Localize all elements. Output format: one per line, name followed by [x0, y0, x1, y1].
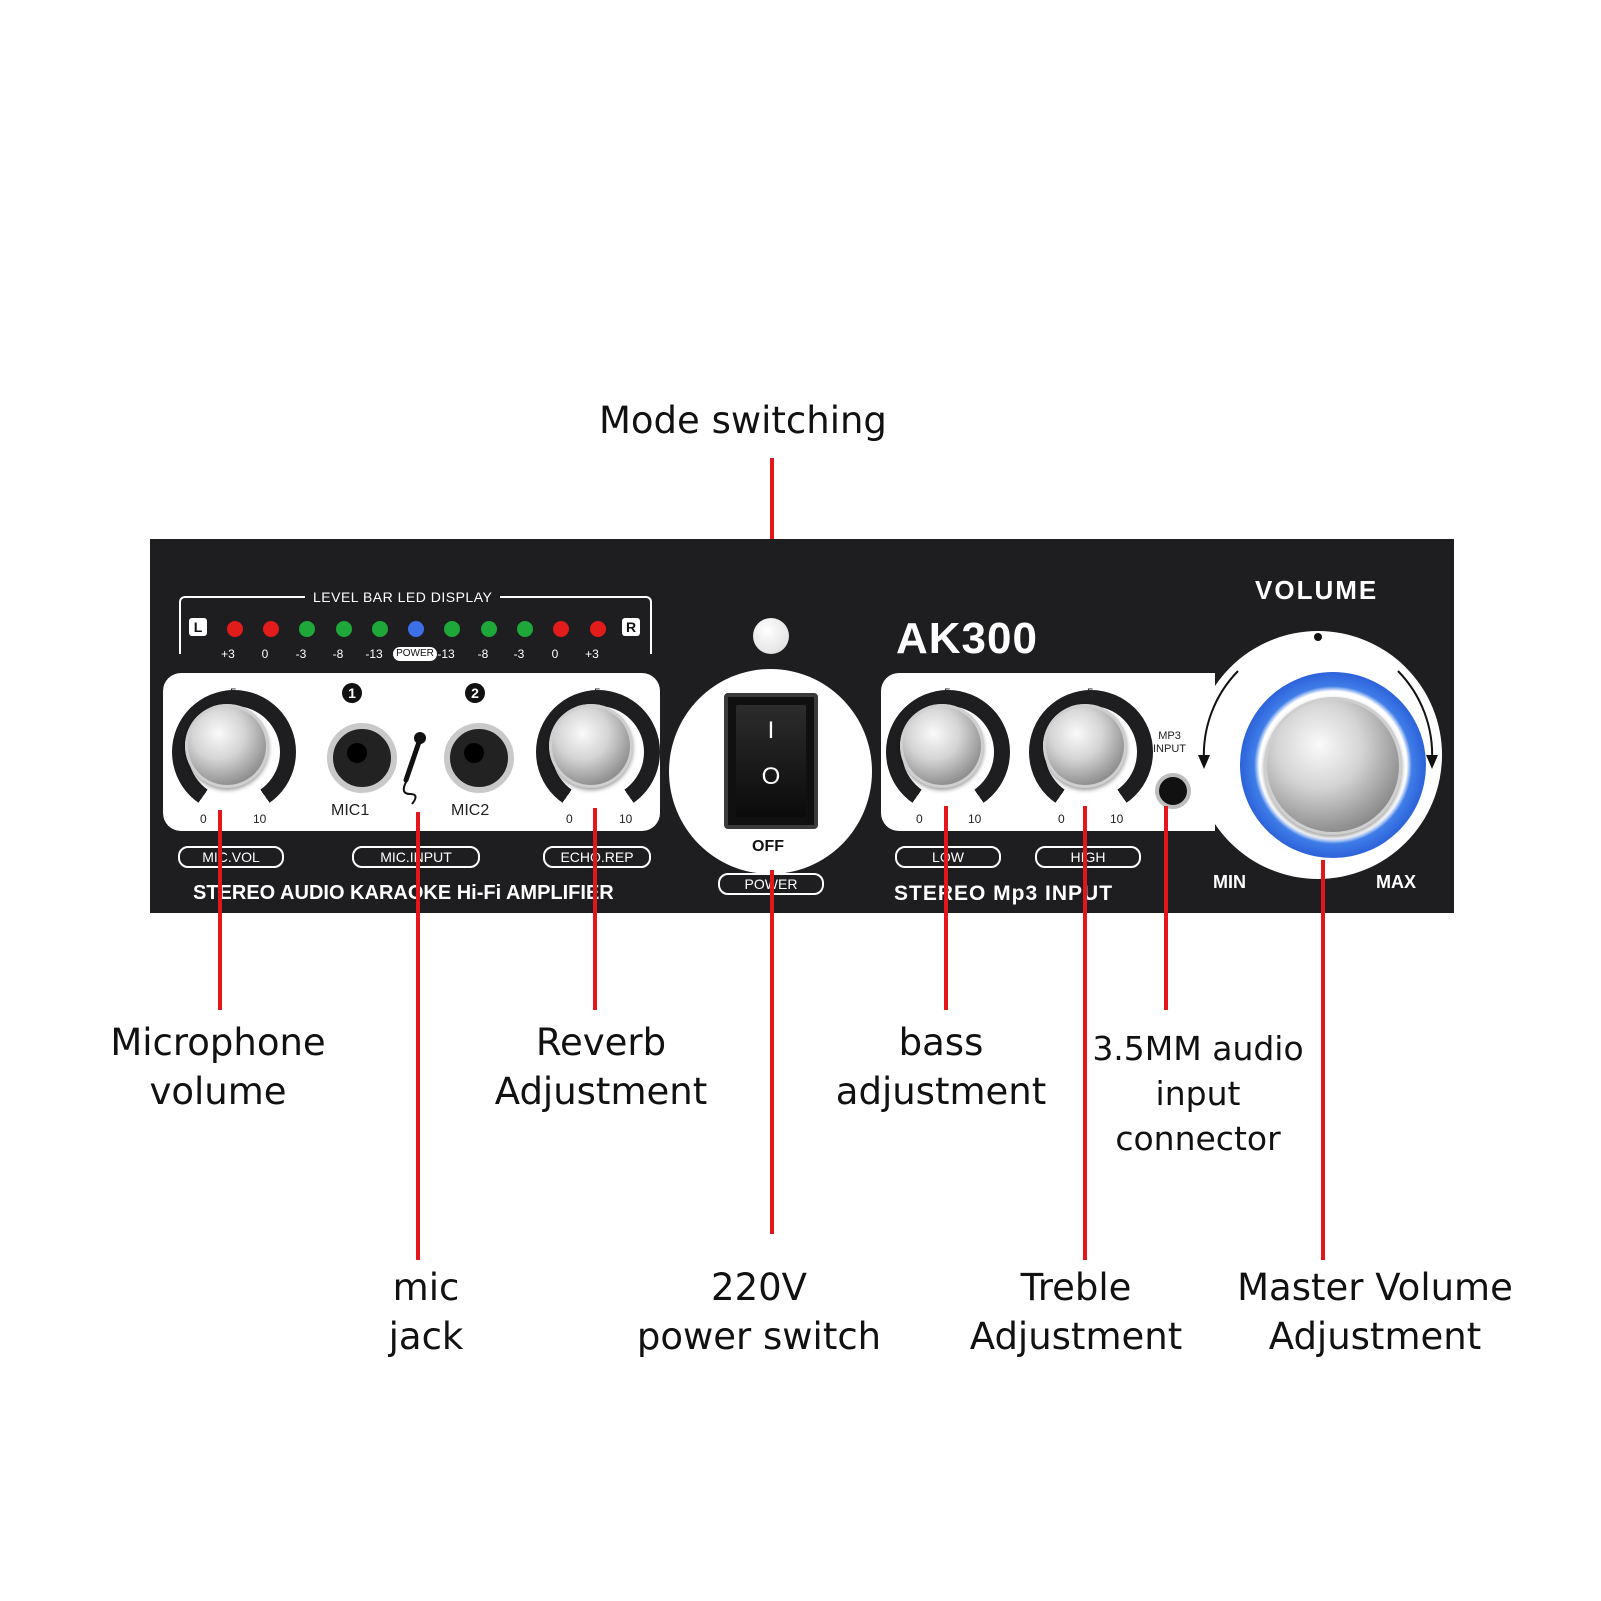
led-level-label: -13: [365, 647, 383, 661]
led-display-title: LEVEL BAR LED DISPLAY: [305, 589, 501, 605]
volume-label: VOLUME: [1255, 575, 1379, 605]
callout-mode-switching: Mode switching: [599, 399, 887, 442]
mic1-number: 1: [342, 683, 362, 703]
led-indicator: [590, 621, 606, 637]
mic2-jack[interactable]: [444, 723, 514, 793]
led-indicator: [299, 621, 315, 637]
leader-master-volume: [1321, 860, 1325, 1260]
led-indicator: [444, 621, 460, 637]
mp3-input-label: MP3 INPUT: [1153, 730, 1186, 755]
mic1-jack[interactable]: [327, 723, 397, 793]
led-level-label: -3: [295, 647, 307, 661]
led-indicator: [408, 621, 424, 637]
low-label: LOW: [895, 846, 1001, 868]
volume-min-label: MIN: [1213, 872, 1246, 892]
led-indicator: [263, 621, 279, 637]
leader-mic-volume: [218, 810, 222, 1010]
footer-right-label: STEREO Mp3 INPUT: [894, 882, 1114, 905]
leader-treble: [1083, 806, 1087, 1260]
led-level-label: +3: [221, 647, 235, 661]
echo-reverb-knob[interactable]: [549, 704, 633, 788]
master-volume-knob[interactable]: [1264, 697, 1402, 835]
led-level-label: -8: [332, 647, 344, 661]
led-level-label: -3: [513, 647, 525, 661]
power-rocker-switch[interactable]: I O: [724, 693, 818, 829]
led-level-label: -13: [437, 647, 455, 661]
mic2-number: 2: [465, 683, 485, 703]
leader-reverb: [593, 808, 597, 1010]
model-name: AK300: [896, 614, 1038, 663]
led-level-label: +3: [585, 647, 599, 661]
led-indicator: [481, 621, 497, 637]
led-indicator: [553, 621, 569, 637]
led-level-label: -8: [477, 647, 489, 661]
mic-volume-knob[interactable]: [185, 704, 269, 788]
aux-3-5mm-jack[interactable]: [1155, 773, 1191, 809]
leader-power-switch: [770, 870, 774, 1234]
led-right-channel-badge: R: [622, 618, 640, 636]
led-indicator: [517, 621, 533, 637]
volume-max-label: MAX: [1376, 872, 1416, 892]
leader-bass: [944, 806, 948, 1010]
led-level-label: 0: [551, 647, 559, 661]
led-level-label: 0: [261, 647, 269, 661]
high-label: HIGH: [1035, 846, 1141, 868]
mode-switch-button[interactable]: [753, 618, 789, 654]
leader-aux: [1164, 806, 1168, 1010]
microphone-icon: [398, 730, 428, 813]
leader-mic-jack: [416, 812, 420, 1260]
led-indicator: [336, 621, 352, 637]
led-left-channel-badge: L: [189, 618, 207, 636]
volume-direction-arrows: [1198, 633, 1438, 769]
led-indicator: [372, 621, 388, 637]
led-power-badge: POWER: [393, 647, 437, 661]
treble-knob[interactable]: [1043, 704, 1127, 788]
bass-knob[interactable]: [900, 704, 984, 788]
led-indicator: [227, 621, 243, 637]
off-label: OFF: [752, 838, 784, 855]
echo-rep-label: ECHO.REP: [543, 846, 651, 868]
footer-left-label: STEREO AUDIO KARAOKE Hi-Fi AMPLIFIER: [193, 882, 614, 904]
mic-vol-label: MIC.VOL: [178, 846, 284, 868]
